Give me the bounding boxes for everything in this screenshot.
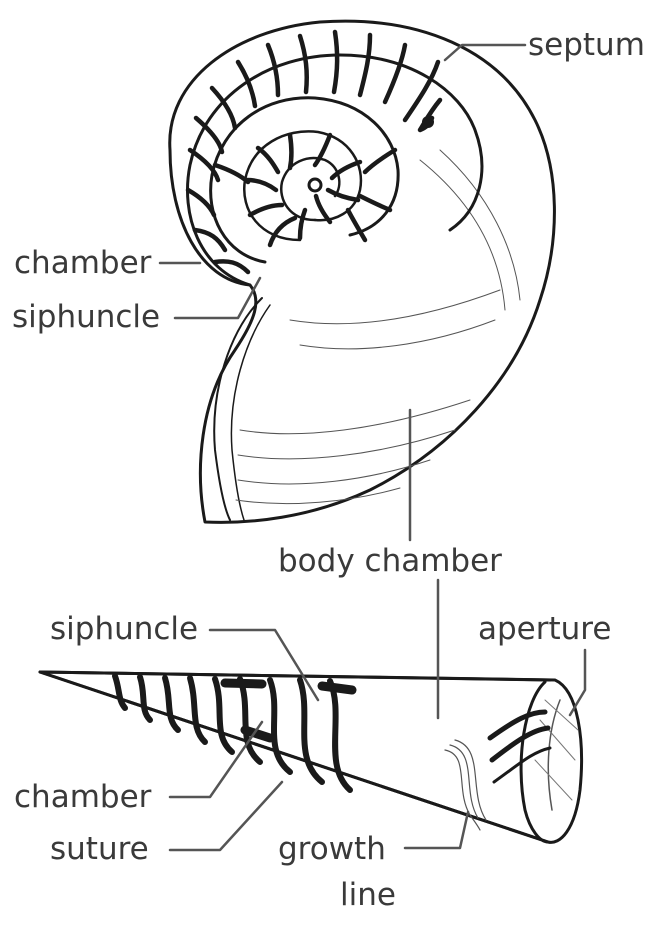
aperture-rim: [519, 680, 550, 844]
spiral-whorl-2: [209, 96, 400, 264]
coiled-shell: [168, 19, 556, 524]
cone-septa: [112, 673, 353, 793]
spiral-whorl-3: [243, 130, 363, 242]
body-chamber-growth-lines: [235, 149, 521, 505]
label-suture: suture: [50, 831, 149, 867]
leader-aperture: [568, 648, 587, 717]
straight-shell: [38, 670, 583, 844]
label-aperture: aperture: [478, 611, 612, 647]
spiral-center: [307, 177, 323, 193]
straight-shell-bottom-edge: [38, 670, 550, 844]
label-septum: septum: [528, 27, 645, 63]
leader-growth-line: [403, 810, 470, 850]
leader-lines: [158, 43, 587, 852]
coiled-shell-outline: [168, 19, 556, 524]
siphuncle-dot: [422, 116, 434, 128]
label-chamber-top: chamber: [14, 245, 152, 281]
body-chamber-inner-edge: [213, 297, 263, 521]
label-chamber-bottom: chamber: [14, 779, 152, 815]
label-body-chamber: body chamber: [278, 543, 502, 579]
spiral-whorl-4: [280, 156, 341, 222]
label-siphuncle-bottom: siphuncle: [50, 611, 199, 647]
leader-siphuncle-bottom: [208, 628, 320, 702]
leader-chamber-bottom: [168, 720, 264, 799]
cone-dark-patches: [220, 678, 357, 743]
spiral-whorl-1: [186, 53, 484, 287]
straight-shell-outline: [38, 670, 583, 844]
septa: [185, 29, 443, 275]
cone-growth-lines: [444, 739, 487, 831]
leader-septum: [443, 43, 527, 62]
label-line: line: [340, 877, 396, 913]
leader-siphuncle-top: [173, 276, 262, 320]
straight-shell-top-edge: [38, 670, 552, 682]
label-siphuncle-top: siphuncle: [12, 299, 161, 335]
cone-aperture-band: [487, 709, 548, 741]
leader-suture: [168, 780, 284, 852]
label-growth: growth: [278, 831, 386, 867]
